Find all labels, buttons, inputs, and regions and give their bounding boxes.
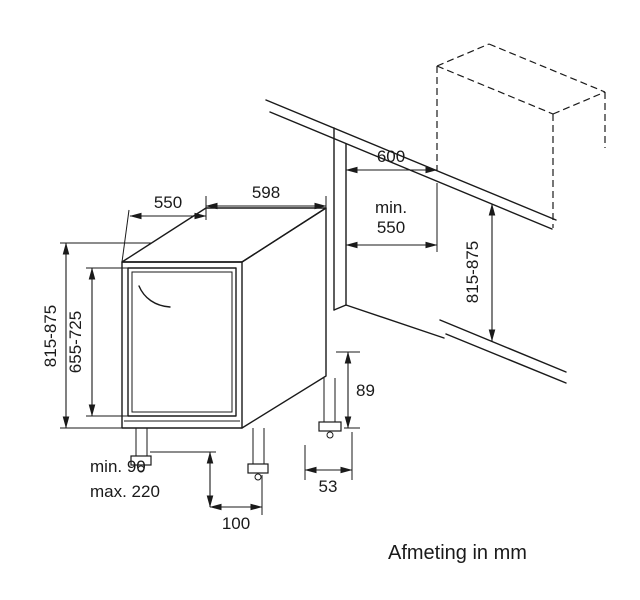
dishwasher-door xyxy=(127,267,237,417)
dim-niche-depth: min. 550 xyxy=(345,183,438,252)
dim-rear-base-height: 89 xyxy=(336,351,375,429)
dim-niche-width: 600 xyxy=(345,147,438,174)
dishwasher-feet xyxy=(130,378,342,481)
dim-door-height: 655-725 xyxy=(66,267,128,417)
dim-550-label: 550 xyxy=(154,193,182,212)
dishwasher xyxy=(121,207,342,481)
worktop-lines xyxy=(265,99,557,230)
dim-plinth-max-label: max. 220 xyxy=(90,482,160,501)
dim-600-label: 600 xyxy=(377,147,405,166)
dim-height-left-label: 815-875 xyxy=(41,305,60,367)
niche-dashed-outline xyxy=(436,43,606,228)
dim-89-label: 89 xyxy=(356,381,375,400)
dim-height-right-label: 815-875 xyxy=(463,241,482,303)
dim-appliance-height: 815-875 xyxy=(41,242,151,429)
dim-100-label: 100 xyxy=(222,514,250,533)
dim-door-height-label: 655-725 xyxy=(66,311,85,373)
dim-min550-label-line2: 550 xyxy=(377,218,405,237)
dim-depth-top: 550 xyxy=(121,193,207,263)
dim-rear-foot-offset: 53 xyxy=(304,432,353,496)
dim-min550-label-line1: min. xyxy=(375,198,407,217)
door-handle xyxy=(138,285,171,308)
dim-front-foot-offset: 100 xyxy=(209,475,263,533)
dim-width-top: 598 xyxy=(205,183,327,210)
dim-plinth-height: min. 90 max. 220 xyxy=(90,451,216,508)
dim-niche-height: 815-875 xyxy=(463,203,496,342)
dim-plinth-min-label: min. 90 xyxy=(90,457,146,476)
dim-53-label: 53 xyxy=(319,477,338,496)
dishwasher-body xyxy=(121,207,327,429)
floor-lines xyxy=(439,319,567,384)
diagram-caption: Afmeting in mm xyxy=(388,542,527,564)
dim-598-label: 598 xyxy=(252,183,280,202)
